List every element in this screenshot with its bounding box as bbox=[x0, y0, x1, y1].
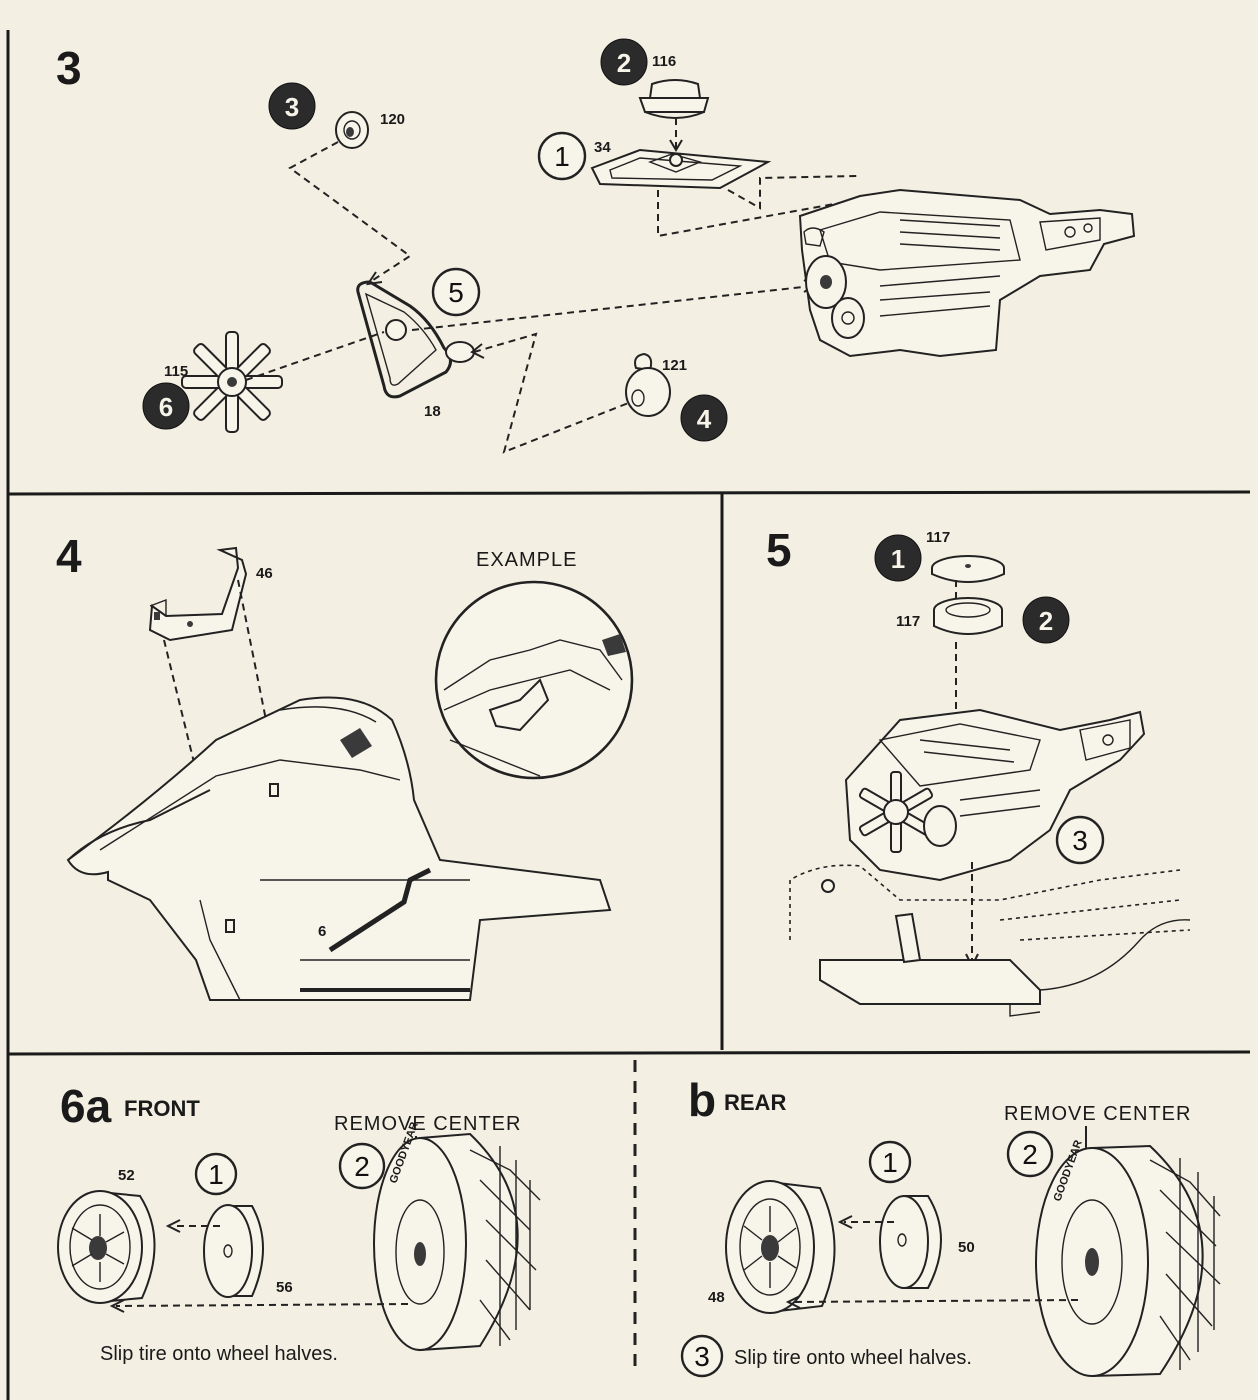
intake-manifold-part bbox=[590, 148, 772, 190]
chassis-frame-drawing bbox=[66, 696, 612, 1001]
callout-3: 3 bbox=[268, 82, 316, 130]
remove-center-label: REMOVE CENTER bbox=[1004, 1103, 1191, 1125]
air-cleaner-lid-part bbox=[931, 555, 1005, 583]
remove-center-label: REMOVE CENTER bbox=[334, 1113, 521, 1135]
wheel-inner-half-part bbox=[879, 1195, 942, 1289]
callout-1: 1 bbox=[537, 131, 587, 181]
svg-text:3: 3 bbox=[1072, 825, 1088, 856]
svg-text:2: 2 bbox=[1022, 1139, 1038, 1170]
callout-3: 3 bbox=[680, 1334, 724, 1378]
callout-2: 2 bbox=[1022, 596, 1070, 644]
callout-5: 5 bbox=[431, 267, 481, 317]
air-cleaner-base-part bbox=[933, 597, 1003, 635]
svg-text:3: 3 bbox=[694, 1341, 710, 1372]
svg-text:4: 4 bbox=[697, 404, 712, 434]
step-6a-panel: 6a FRONT REMOVE CENTER 52 56 bbox=[57, 1080, 541, 1365]
callout-1: 1 bbox=[874, 534, 922, 582]
callout-4: 4 bbox=[680, 394, 728, 442]
bracket-part bbox=[148, 546, 248, 642]
front-tire-part: GOODYEAR bbox=[373, 1121, 541, 1352]
section-title-front: FRONT bbox=[124, 1096, 200, 1121]
instruction-text: Slip tire onto wheel halves. bbox=[100, 1343, 338, 1365]
wheel-outer-half-part bbox=[57, 1190, 156, 1304]
callout-2: 2 bbox=[600, 38, 648, 86]
engine-drawing bbox=[798, 188, 1136, 358]
part-number-56: 56 bbox=[276, 1279, 293, 1296]
step-number: 4 bbox=[56, 530, 82, 582]
svg-text:1: 1 bbox=[882, 1147, 898, 1178]
step-number: b bbox=[688, 1074, 716, 1126]
svg-text:2: 2 bbox=[617, 48, 631, 78]
part-number-121: 121 bbox=[662, 357, 687, 374]
pulley-part bbox=[335, 111, 369, 149]
svg-text:1: 1 bbox=[208, 1159, 224, 1190]
example-label: EXAMPLE bbox=[476, 549, 577, 571]
callout-2: 2 bbox=[338, 1142, 386, 1190]
part-number-117-bottom: 117 bbox=[896, 613, 920, 630]
wheel-inner-half-part bbox=[203, 1204, 264, 1298]
part-number-120: 120 bbox=[380, 111, 405, 128]
svg-text:1: 1 bbox=[554, 141, 570, 172]
engine-drawing bbox=[844, 708, 1146, 882]
part-number-34: 34 bbox=[594, 139, 611, 156]
step-6b-panel: b REAR REMOVE CENTER 48 50 bbox=[680, 1074, 1221, 1378]
step-number: 5 bbox=[766, 524, 792, 576]
instruction-text: Slip tire onto wheel halves. bbox=[734, 1347, 972, 1369]
section-title-rear: REAR bbox=[724, 1090, 786, 1115]
svg-text:6: 6 bbox=[159, 392, 173, 422]
part-number-52: 52 bbox=[118, 1167, 135, 1184]
water-pump-part bbox=[625, 352, 671, 417]
svg-text:2: 2 bbox=[1039, 606, 1053, 636]
step-4-panel: 4 EXAMPLE 46 6 bbox=[56, 530, 634, 1001]
svg-text:5: 5 bbox=[448, 277, 464, 308]
svg-text:1: 1 bbox=[891, 544, 905, 574]
part-number-117-top: 117 bbox=[926, 529, 950, 546]
part-number-115: 115 bbox=[164, 363, 188, 380]
example-detail-circle bbox=[434, 580, 634, 780]
chassis-outline bbox=[789, 864, 1191, 1017]
part-number-50: 50 bbox=[958, 1239, 975, 1256]
callout-3: 3 bbox=[1055, 815, 1105, 865]
part-number-46: 46 bbox=[256, 565, 273, 582]
step-number: 6a bbox=[60, 1080, 112, 1132]
air-cleaner-part bbox=[638, 79, 710, 119]
callout-2: 2 bbox=[1006, 1130, 1054, 1178]
step-5-panel: 5 117 117 bbox=[766, 524, 1191, 1017]
step-3-panel: 3 116 34 120 bbox=[56, 38, 1136, 454]
wheel-outer-half-part bbox=[725, 1180, 836, 1314]
fan-part bbox=[181, 331, 283, 433]
part-number-18: 18 bbox=[424, 403, 441, 420]
svg-text:3: 3 bbox=[285, 92, 299, 122]
rear-tire-part: GOODYEAR bbox=[1035, 1139, 1221, 1378]
part-number-6: 6 bbox=[318, 923, 326, 940]
callout-1: 1 bbox=[868, 1140, 912, 1184]
svg-text:2: 2 bbox=[354, 1151, 370, 1182]
panel-borders bbox=[6, 30, 1251, 1400]
callout-6: 6 bbox=[142, 382, 190, 430]
step-number: 3 bbox=[56, 42, 82, 94]
part-number-48: 48 bbox=[708, 1289, 725, 1306]
part-number-116: 116 bbox=[652, 53, 676, 70]
callout-1: 1 bbox=[194, 1152, 238, 1196]
